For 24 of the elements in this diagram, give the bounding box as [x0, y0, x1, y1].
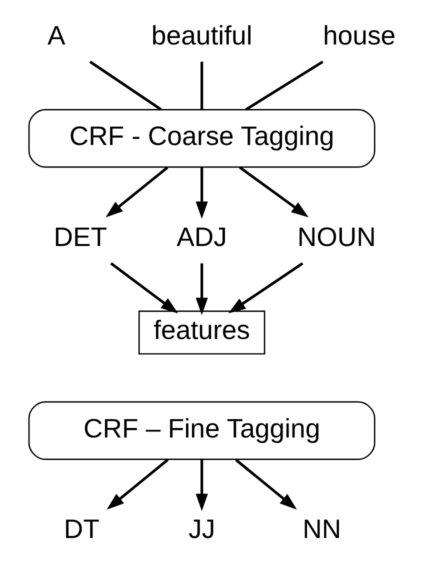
- node-text: NOUN: [297, 222, 376, 252]
- node-text: DET: [54, 222, 108, 252]
- node-text: JJ: [188, 514, 216, 544]
- arrow: [106, 458, 169, 510]
- connector: [200, 62, 204, 110]
- connector: [245, 60, 324, 111]
- node-text: DT: [64, 514, 100, 544]
- arrow: [196, 460, 208, 512]
- node-box: features: [138, 310, 266, 355]
- arrow: [196, 168, 208, 219]
- arrow: [106, 166, 168, 218]
- arrow: [196, 263, 208, 316]
- arrow: [238, 166, 309, 218]
- node-text: A: [47, 20, 66, 50]
- arrow: [110, 262, 178, 314]
- arrow: [228, 262, 304, 314]
- node-text: ADJ: [176, 222, 228, 252]
- node-text: house: [322, 20, 396, 50]
- node-text: NN: [302, 514, 342, 544]
- node-box: CRF – Fine Tagging: [28, 401, 376, 460]
- node-box: CRF - Coarse Tagging: [28, 109, 376, 168]
- node-text: beautiful: [151, 20, 252, 50]
- arrow: [235, 458, 297, 510]
- connector: [89, 60, 162, 111]
